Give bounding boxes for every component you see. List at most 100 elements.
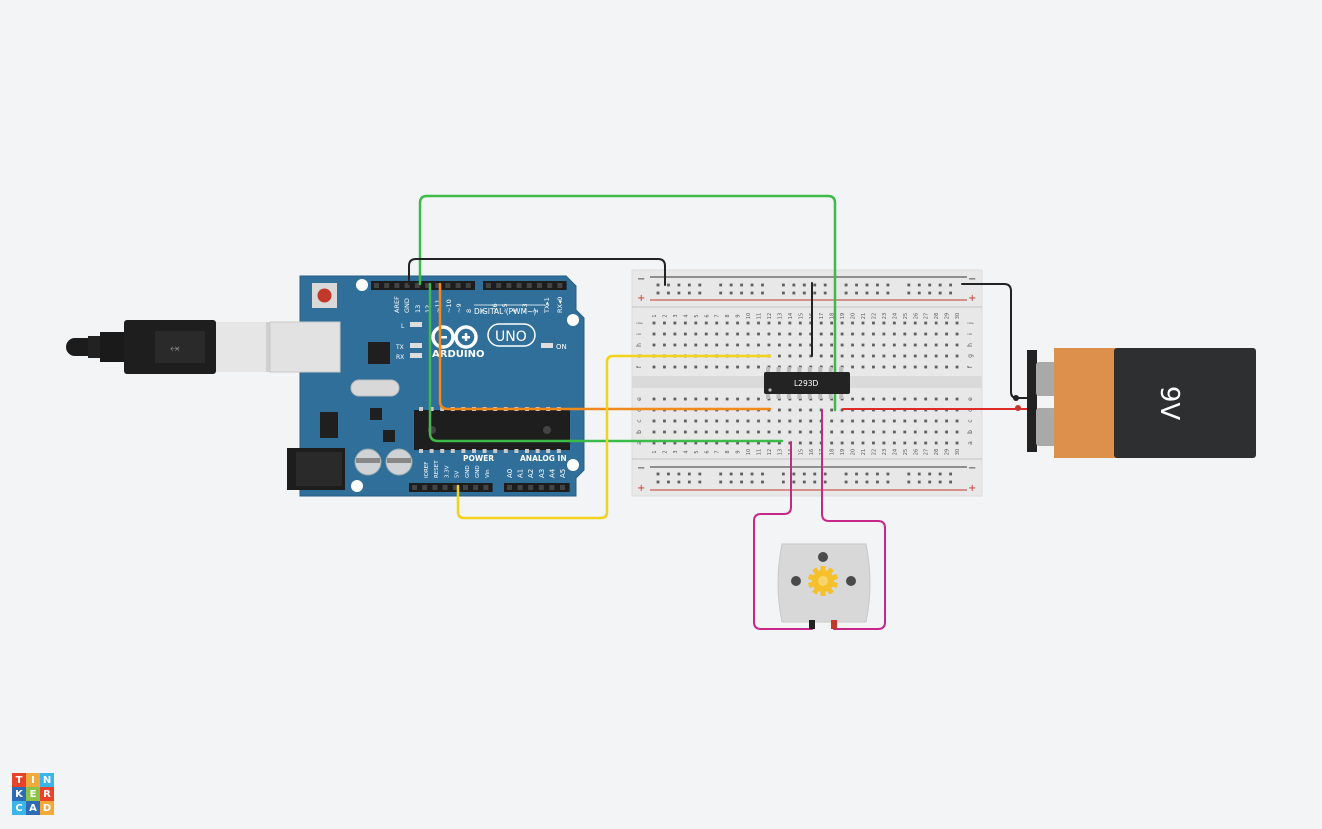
breadboard-hole[interactable] bbox=[683, 397, 687, 401]
breadboard-hole[interactable] bbox=[757, 343, 760, 347]
breadboard-hole[interactable] bbox=[704, 419, 708, 423]
header-pin[interactable] bbox=[463, 485, 468, 490]
rail-hole[interactable] bbox=[761, 480, 764, 484]
breadboard-hole[interactable] bbox=[840, 321, 844, 325]
breadboard-hole[interactable] bbox=[715, 419, 719, 423]
rail-hole[interactable] bbox=[928, 480, 932, 484]
rail-hole[interactable] bbox=[865, 472, 869, 476]
breadboard-hole[interactable] bbox=[694, 321, 698, 325]
breadboard-hole[interactable] bbox=[840, 343, 844, 347]
rail-hole[interactable] bbox=[949, 480, 952, 484]
breadboard-hole[interactable] bbox=[882, 365, 886, 369]
breadboard-hole[interactable] bbox=[798, 430, 802, 434]
rail-hole[interactable] bbox=[907, 480, 911, 484]
header-pin[interactable] bbox=[557, 283, 563, 288]
breadboard-hole[interactable] bbox=[767, 419, 771, 423]
breadboard-hole[interactable] bbox=[673, 419, 677, 423]
rail-hole[interactable] bbox=[802, 472, 806, 476]
breadboard-hole[interactable] bbox=[746, 419, 750, 423]
rail-hole[interactable] bbox=[907, 283, 911, 287]
header-pin[interactable] bbox=[496, 283, 502, 288]
breadboard-hole[interactable] bbox=[903, 365, 907, 369]
breadboard-hole[interactable] bbox=[715, 441, 719, 445]
breadboard-hole[interactable] bbox=[683, 365, 687, 369]
breadboard-hole[interactable] bbox=[955, 354, 959, 358]
breadboard-hole[interactable] bbox=[757, 441, 760, 445]
breadboard-hole[interactable] bbox=[736, 321, 739, 325]
breadboard-hole[interactable] bbox=[892, 441, 896, 445]
breadboard-hole[interactable] bbox=[778, 441, 781, 445]
breadboard-hole[interactable] bbox=[798, 408, 802, 412]
rail-hole[interactable] bbox=[687, 472, 691, 476]
breadboard-hole[interactable] bbox=[673, 343, 677, 347]
breadboard-hole[interactable] bbox=[872, 441, 875, 445]
breadboard-hole[interactable] bbox=[851, 419, 854, 423]
rail-hole[interactable] bbox=[813, 480, 817, 484]
breadboard-hole[interactable] bbox=[704, 430, 708, 434]
breadboard-hole[interactable] bbox=[746, 397, 750, 401]
header-pin[interactable] bbox=[435, 283, 441, 288]
breadboard-hole[interactable] bbox=[663, 365, 666, 369]
breadboard-hole[interactable] bbox=[725, 365, 729, 369]
digital-header-1[interactable] bbox=[371, 281, 475, 290]
breadboard-hole[interactable] bbox=[778, 419, 781, 423]
breadboard-hole[interactable] bbox=[903, 430, 907, 434]
breadboard-hole[interactable] bbox=[945, 419, 948, 423]
breadboard-hole[interactable] bbox=[694, 441, 698, 445]
header-pin[interactable] bbox=[507, 485, 512, 490]
breadboard-hole[interactable] bbox=[882, 332, 886, 336]
rail-hole[interactable] bbox=[782, 283, 785, 287]
breadboard-hole[interactable] bbox=[892, 419, 896, 423]
rail-hole[interactable] bbox=[792, 472, 796, 476]
breadboard-hole[interactable] bbox=[840, 354, 844, 358]
breadboard-hole[interactable] bbox=[673, 397, 677, 401]
breadboard-hole[interactable] bbox=[673, 332, 677, 336]
rail-hole[interactable] bbox=[698, 283, 702, 287]
rail-hole[interactable] bbox=[823, 283, 827, 287]
rail-hole[interactable] bbox=[761, 291, 764, 295]
breadboard-hole[interactable] bbox=[892, 332, 896, 336]
header-pin[interactable] bbox=[432, 485, 438, 490]
breadboard-hole[interactable] bbox=[934, 397, 938, 401]
breadboard-hole[interactable] bbox=[945, 321, 948, 325]
l293d-chip[interactable]: L293D bbox=[764, 367, 850, 399]
breadboard-hole[interactable] bbox=[704, 397, 708, 401]
breadboard-hole[interactable] bbox=[788, 430, 792, 434]
reset-button-cap[interactable] bbox=[317, 288, 332, 303]
rail-hole[interactable] bbox=[938, 472, 942, 476]
rail-hole[interactable] bbox=[865, 480, 869, 484]
rail-hole[interactable] bbox=[761, 472, 764, 476]
rail-hole[interactable] bbox=[844, 291, 848, 295]
rail-hole[interactable] bbox=[802, 291, 806, 295]
rail-hole[interactable] bbox=[782, 480, 785, 484]
breadboard-hole[interactable] bbox=[882, 430, 886, 434]
breadboard-hole[interactable] bbox=[725, 430, 729, 434]
breadboard-hole[interactable] bbox=[924, 441, 928, 445]
wire-black-gnd[interactable] bbox=[408, 258, 666, 286]
rail-hole[interactable] bbox=[917, 472, 921, 476]
breadboard-hole[interactable] bbox=[945, 441, 948, 445]
breadboard-hole[interactable] bbox=[725, 343, 729, 347]
breadboard-hole[interactable] bbox=[934, 321, 938, 325]
breadboard-hole[interactable] bbox=[945, 354, 948, 358]
breadboard-hole[interactable] bbox=[788, 354, 792, 358]
wire-orange-pin11[interactable] bbox=[438, 282, 772, 411]
header-pin[interactable] bbox=[414, 283, 420, 288]
header-pin[interactable] bbox=[442, 485, 448, 490]
rail-hole[interactable] bbox=[729, 472, 733, 476]
breadboard-hole[interactable] bbox=[663, 343, 666, 347]
breadboard-hole[interactable] bbox=[673, 441, 677, 445]
breadboard-hole[interactable] bbox=[683, 430, 687, 434]
breadboard-hole[interactable] bbox=[913, 354, 917, 358]
header-pin[interactable] bbox=[374, 283, 379, 288]
breadboard-hole[interactable] bbox=[903, 397, 907, 401]
breadboard-hole[interactable] bbox=[746, 332, 750, 336]
breadboard-hole[interactable] bbox=[924, 343, 928, 347]
breadboard-hole[interactable] bbox=[725, 441, 729, 445]
breadboard-hole[interactable] bbox=[809, 343, 813, 347]
breadboard-hole[interactable] bbox=[652, 365, 656, 369]
header-pin[interactable] bbox=[483, 485, 489, 490]
rail-hole[interactable] bbox=[656, 472, 660, 476]
